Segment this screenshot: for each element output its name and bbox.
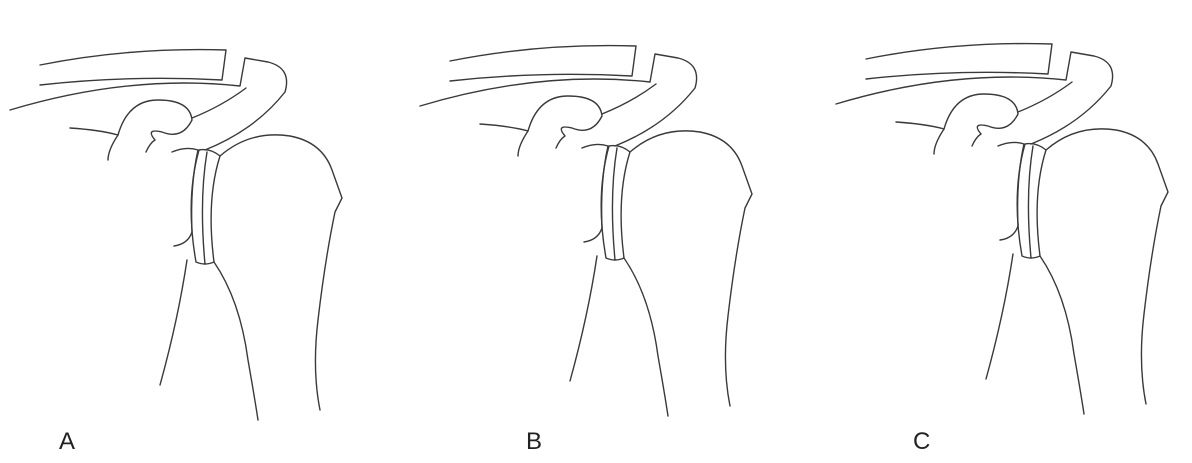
shoulder-drawing-c [836,44,1168,414]
panel-label-b: B [526,430,542,454]
panel-label-c: C [913,430,930,454]
shoulder-drawing-b [420,46,752,416]
panel-label-a: A [59,430,75,454]
shoulder-drawing-a [10,50,342,420]
